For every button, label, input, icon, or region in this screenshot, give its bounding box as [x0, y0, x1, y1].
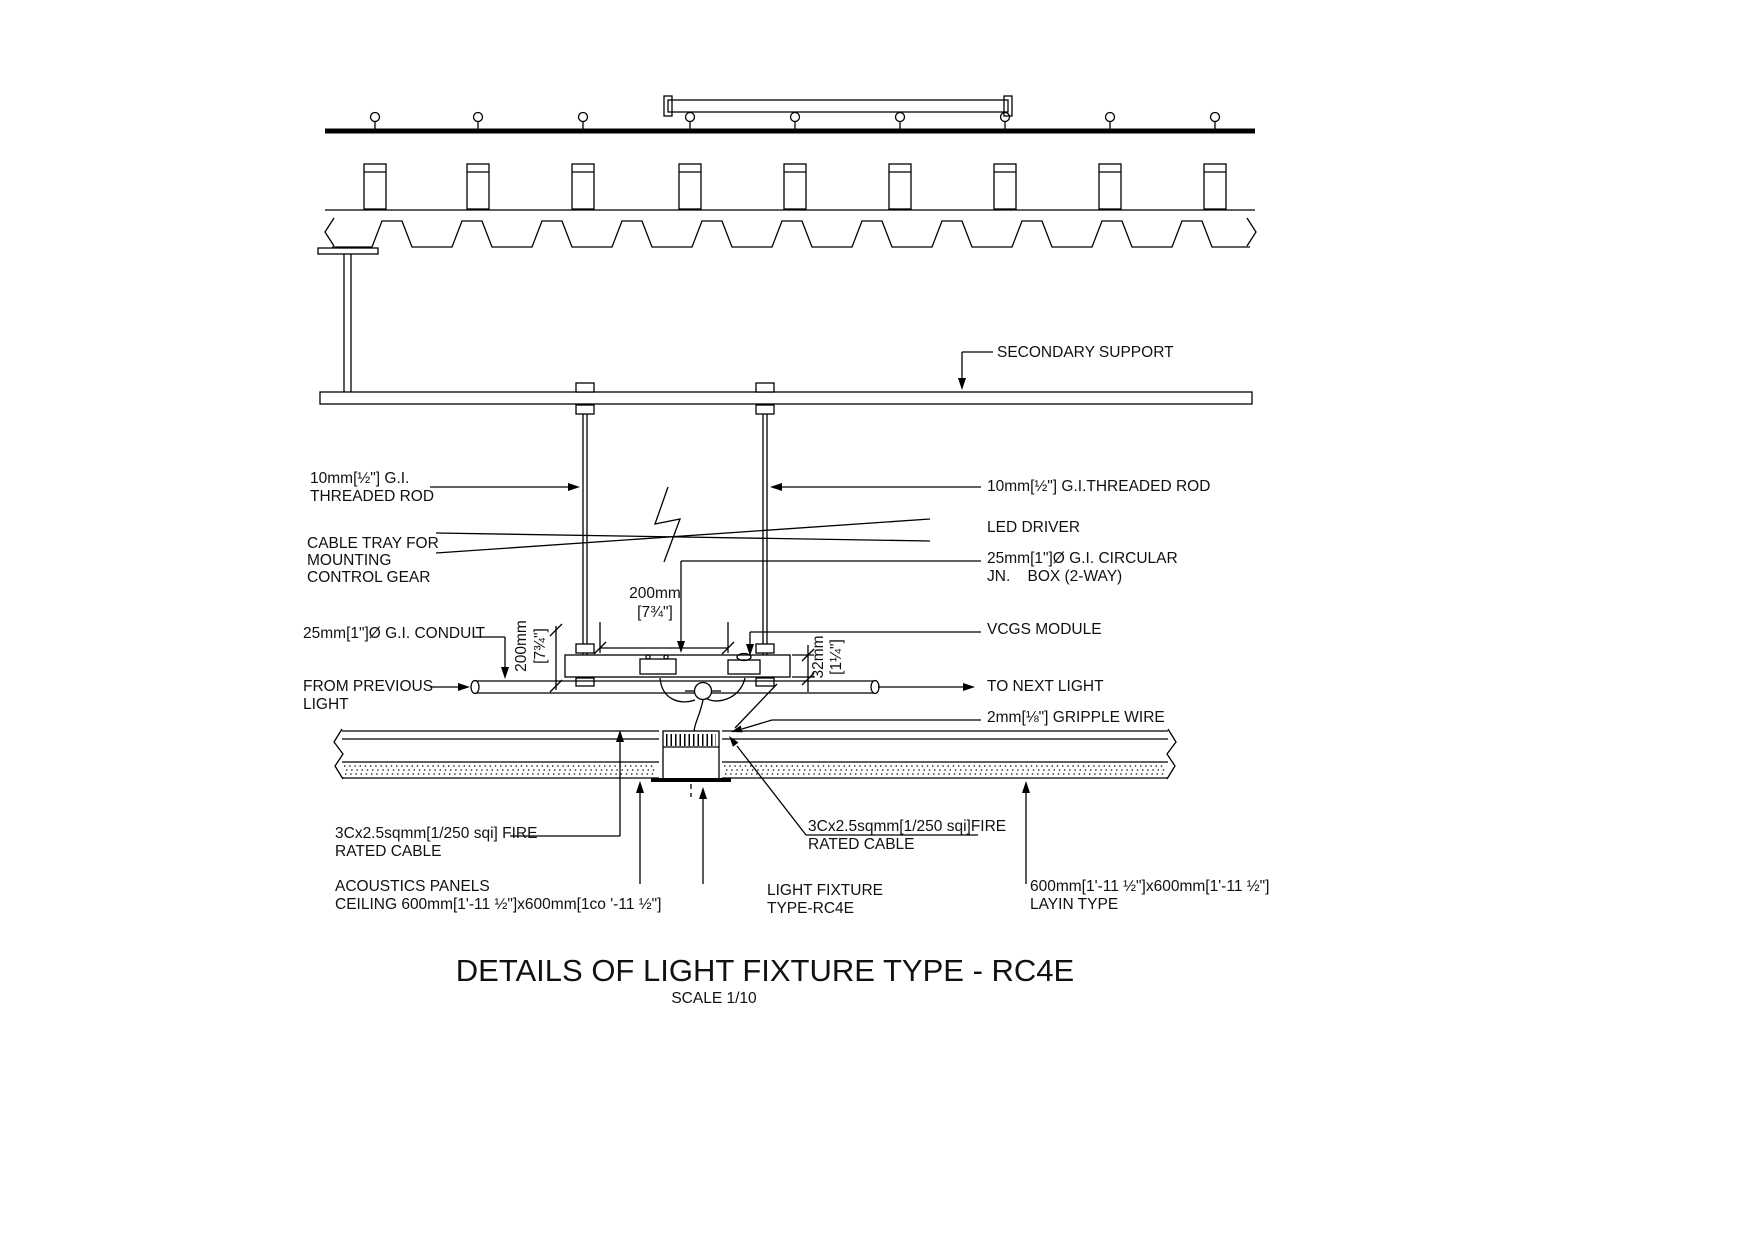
break-zigzag — [654, 486, 682, 563]
vcgs-module-box — [727, 659, 761, 675]
label-from-previous-1: FROM PREVIOUS — [303, 678, 433, 695]
roof-bolts — [369, 111, 1221, 131]
dim-200-h-1: 200mm — [629, 585, 681, 602]
label-layin-1: 600mm[1'-11 ½"]x600mm[1'-11 ½"] — [1030, 878, 1269, 895]
label-cable-tray-3: CONTROL GEAR — [307, 569, 430, 586]
label-fire-cable-left-1: 3Cx2.5sqmm[1/250 sqi] FIRE — [335, 825, 537, 842]
label-layin-2: LAYIN TYPE — [1030, 896, 1118, 913]
fixture-assembly — [470, 652, 880, 732]
label-cable-tray-2: MOUNTING — [307, 552, 391, 569]
dim-32-v-1: 32mm — [810, 635, 827, 678]
dim-200-v-2: [7¾"] — [532, 628, 549, 664]
dimension-32-vertical — [792, 645, 815, 692]
dim-200-h-2: [7¾"] — [637, 604, 673, 621]
deck-break-right — [1246, 217, 1257, 247]
drawing-scale: SCALE 1/10 — [671, 990, 757, 1007]
dimension-200-horizontal — [593, 622, 735, 655]
annotations: SECONDARY SUPPORT 10mm[½"] G.I. THREADED… — [303, 344, 1269, 1007]
ceiling — [333, 728, 1177, 780]
label-gripple: 2mm[⅛"] GRIPPLE WIRE — [987, 709, 1165, 726]
label-light-fixture-2: TYPE-RC4E — [767, 900, 854, 917]
label-fire-cable-right-2: RATED CABLE — [808, 836, 915, 853]
label-secondary-support: SECONDARY SUPPORT — [997, 344, 1174, 361]
dim-200-v-1: 200mm — [513, 620, 530, 672]
label-acoustics-1: ACOUSTICS PANELS — [335, 878, 490, 895]
label-jn-box-2: JN. BOX (2-WAY) — [987, 568, 1122, 585]
i-beam — [317, 247, 379, 392]
break-line-1 — [435, 518, 931, 554]
conduit-run — [470, 679, 880, 695]
ceiling-break-left — [333, 728, 344, 780]
ceiling-break-right — [1166, 728, 1177, 780]
label-vcgs: VCGS MODULE — [987, 621, 1102, 638]
label-threaded-rod-left-2: THREADED ROD — [310, 488, 434, 505]
secondary-support-member — [319, 391, 1253, 405]
cable-tray — [663, 95, 1013, 117]
deck-break-left — [324, 217, 335, 247]
leaders — [430, 351, 1030, 884]
purlin-clips — [363, 163, 1227, 210]
wire-1 — [659, 677, 696, 703]
label-to-next: TO NEXT LIGHT — [987, 678, 1104, 695]
label-from-previous-2: LIGHT — [303, 696, 349, 713]
junction-box — [693, 681, 713, 701]
acoustic-panel-stipple — [344, 765, 1166, 775]
label-conduit: 25mm[1"]Ø G.I. CONDUIT — [303, 625, 486, 642]
label-threaded-rod-right: 10mm[½"] G.I.THREADED ROD — [987, 478, 1210, 495]
label-jn-box-1: 25mm[1"]Ø G.I. CIRCULAR — [987, 550, 1178, 567]
drawing-title: DETAILS OF LIGHT FIXTURE TYPE - RC4E — [456, 953, 1074, 988]
label-light-fixture-1: LIGHT FIXTURE — [767, 882, 883, 899]
label-acoustics-2: CEILING 600mm[1'-11 ½"]x600mm[1co '-11 ½… — [335, 896, 661, 913]
wire-3 — [693, 699, 704, 732]
label-fire-cable-right-1: 3Cx2.5sqmm[1/250 sqi]FIRE — [808, 818, 1006, 835]
roof-structure — [324, 95, 1257, 248]
light-fixture — [651, 730, 731, 797]
label-threaded-rod-left-1: 10mm[½"] G.I. — [310, 470, 409, 487]
gripple-wire-line — [734, 683, 778, 729]
label-led-driver: LED DRIVER — [987, 519, 1080, 536]
label-fire-cable-left-2: RATED CABLE — [335, 843, 442, 860]
corrugated-deck — [332, 220, 1250, 248]
dimension-200-vertical — [549, 623, 563, 693]
wire-2 — [705, 677, 746, 702]
label-cable-tray-1: CABLE TRAY FOR — [307, 535, 439, 552]
break-line-2 — [435, 532, 931, 542]
dim-32-v-2: [1¼"] — [828, 639, 845, 675]
threaded-rods — [435, 382, 931, 687]
led-driver-box — [639, 658, 677, 675]
